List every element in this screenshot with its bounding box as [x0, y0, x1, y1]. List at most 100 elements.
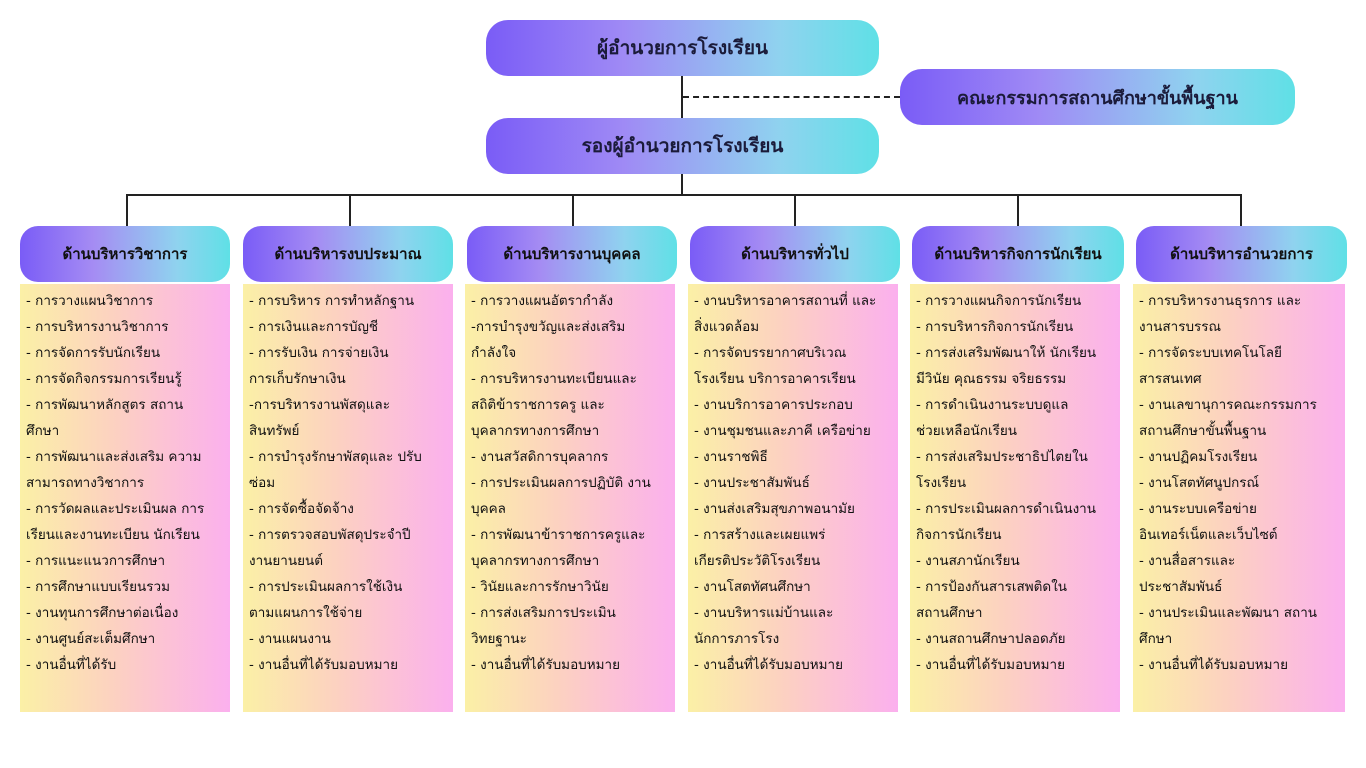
list-item: - การส่งเสริมพัฒนาให้ นักเรียน [916, 345, 1097, 361]
list-item: - งานอื่นที่ได้รับมอบหมาย [694, 657, 844, 673]
list-item: - งานระบบเครือข่าย [1139, 501, 1257, 517]
list-item: - งานชุมชนและภาคี เครือข่าย [694, 423, 871, 439]
list-item: - การจัดการรับนักเรียน [26, 345, 161, 361]
connector-col-6 [1240, 194, 1242, 226]
column-budget-header: ด้านบริหารงบประมาณ [243, 226, 453, 282]
list-item: - งานศูนย์สะเต็มศึกษา [26, 631, 156, 647]
list-item: วิทยฐานะ [471, 631, 527, 647]
list-item: - งานส่งเสริมสุขภาพอนามัย [694, 501, 855, 517]
list-item: งานยานยนต์ [249, 553, 324, 569]
column-budget-box: - การบริหาร การทำหลักฐาน - การเงินและการ… [243, 284, 453, 712]
list-item: บุคลากรทางการศึกษา [471, 553, 600, 569]
list-item: - การบริหารกิจการนักเรียน [916, 319, 1074, 335]
list-item: - งานบริการอาคารประกอบ [694, 397, 853, 413]
list-item: - การวางแผนกิจการนักเรียน [916, 293, 1082, 309]
list-item: - การส่งเสริมประชาธิปไตยใน [916, 449, 1088, 465]
list-item: - การจัดกิจกรรมการเรียนรู้ [26, 371, 182, 387]
list-item: - งานราชพิธี [694, 449, 768, 465]
column-administration-header: ด้านบริหารอำนวยการ [1136, 226, 1347, 282]
list-item: - การบริหาร การทำหลักฐาน [249, 293, 415, 309]
list-item: สิ่งแวดล้อม [694, 319, 760, 335]
list-item: - การพัฒนาและส่งเสริม ความ [26, 449, 202, 465]
list-item: สถานศึกษาขั้นพื้นฐาน [1139, 423, 1267, 439]
column-budget-list: - การบริหาร การทำหลักฐาน - การเงินและการ… [243, 284, 453, 678]
column-administration-list: - การบริหารงานธุรการ และ งานสารบรรณ - กา… [1133, 284, 1345, 678]
list-item: สถานศึกษา [916, 605, 983, 621]
list-item: งานสารบรรณ [1139, 319, 1222, 335]
list-item: เรียนและงานทะเบียน นักเรียน [26, 527, 200, 543]
deputy-director-node: รองผู้อำนวยการโรงเรียน [486, 118, 879, 174]
list-item: - งานอื่นที่ได้รับมอบหมาย [471, 657, 621, 673]
list-item: นักการภารโรง [694, 631, 780, 647]
list-item: สามารถทางวิชาการ [26, 475, 145, 491]
list-item: - การจัดซื้อจัดจ้าง [249, 501, 354, 517]
list-item: ตามแผนการใช้จ่าย [249, 605, 363, 621]
list-item: -การบริหารงานพัสดุและ [249, 397, 390, 413]
list-item: -การบำรุงขวัญและส่งเสริม [471, 319, 626, 335]
list-item: ซ่อม [249, 475, 276, 491]
list-item: โรงเรียน บริการอาคารเรียน [694, 371, 856, 387]
list-item: - การสร้างและเผยแพร่ [694, 527, 826, 543]
list-item: - การบริหารงานทะเบียนและ [471, 371, 637, 387]
column-student-affairs-header: ด้านบริหารกิจการนักเรียน [912, 226, 1124, 282]
list-item: อินเทอร์เน็ตและเว็บไซต์ [1139, 527, 1278, 543]
list-item: ศึกษา [26, 423, 60, 439]
column-academic-box: - การวางแผนวิชาการ - การบริหารงานวิชาการ… [20, 284, 230, 712]
list-item: - วินัยและการรักษาวินัย [471, 579, 609, 595]
list-item: - งานอื่นที่ได้รับมอบหมาย [1139, 657, 1289, 673]
list-item: ประชาสัมพันธ์ [1139, 579, 1223, 595]
list-item: - งานทุนการศึกษาต่อเนื่อง [26, 605, 179, 621]
column-general-box: - งานบริหารอาคารสถานที่ และ สิ่งแวดล้อม … [688, 284, 898, 712]
list-item: สินทรัพย์ [249, 423, 300, 439]
list-item: - การเงินและการบัญชี [249, 319, 379, 335]
list-item: การเก็บรักษาเงิน [249, 371, 346, 387]
list-item: - การจัดระบบเทคโนโลยี [1139, 345, 1282, 361]
list-item: - การวางแผนวิชาการ [26, 293, 154, 309]
list-item: ช่วยเหลือนักเรียน [916, 423, 1017, 439]
list-item: - การส่งเสริมการประเมิน [471, 605, 616, 621]
list-item: - การบำรุงรักษาพัสดุและ ปรับ [249, 449, 422, 465]
column-personnel-header: ด้านบริหารงานบุคคล [467, 226, 677, 282]
list-item: - การประเมินผลการใช้เงิน [249, 579, 403, 595]
list-item: - งานแผนงาน [249, 631, 331, 647]
list-item: - การพัฒนาหลักสูตร สถาน [26, 397, 184, 413]
list-item: สถิติข้าราชการครู และ [471, 397, 605, 413]
board-node: คณะกรรมการสถานศึกษาขั้นพื้นฐาน [900, 69, 1295, 125]
list-item: ศึกษา [1139, 631, 1173, 647]
list-item: - การรับเงิน การจ่ายเงิน [249, 345, 389, 361]
list-item: เกียรติประวัติโรงเรียน [694, 553, 821, 569]
list-item: - การแนะแนวการศึกษา [26, 553, 166, 569]
list-item: - งานบริหารอาคารสถานที่ และ [694, 293, 877, 309]
list-item: - การศึกษาแบบเรียนรวม [26, 579, 170, 595]
list-item: - การจัดบรรยากาศบริเวณ [694, 345, 847, 361]
list-item: - งานประชาสัมพันธ์ [694, 475, 810, 491]
list-item: - การบริหารงานวิชาการ [26, 319, 169, 335]
list-item: - การบริหารงานธุรการ และ [1139, 293, 1302, 309]
connector-deputy-down [681, 174, 683, 195]
list-item: มีวินัย คุณธรรม จริยธรรม [916, 371, 1067, 387]
connector-col-1 [126, 194, 128, 226]
list-item: - การดำเนินงานระบบดูแล [916, 397, 1069, 413]
list-item: - งานโสตทัศนูปกรณ์ [1139, 475, 1260, 491]
column-academic-header: ด้านบริหารวิชาการ [20, 226, 230, 282]
list-item: - งานอื่นที่ได้รับมอบหมาย [249, 657, 399, 673]
list-item: บุคคล [471, 501, 506, 517]
list-item: - การป้องกันสารเสพติดใน [916, 579, 1068, 595]
column-general-list: - งานบริหารอาคารสถานที่ และ สิ่งแวดล้อม … [688, 284, 898, 678]
connector-director-deputy [681, 76, 683, 118]
list-item: - งานปฏิคมโรงเรียน [1139, 449, 1258, 465]
director-node: ผู้อำนวยการโรงเรียน [486, 20, 879, 76]
column-personnel-box: - การวางแผนอัตรากำลัง -การบำรุงขวัญและส่… [465, 284, 675, 712]
list-item: - การประเมินผลการดำเนินงาน [916, 501, 1096, 517]
list-item: - งานโสตทัศนศึกษา [694, 579, 811, 595]
list-item: - งานประเมินและพัฒนา สถาน [1139, 605, 1318, 621]
column-personnel-list: - การวางแผนอัตรากำลัง -การบำรุงขวัญและส่… [465, 284, 675, 678]
column-administration-box: - การบริหารงานธุรการ และ งานสารบรรณ - กา… [1133, 284, 1345, 712]
list-item: กำลังใจ [471, 345, 517, 361]
list-item: - งานสภานักเรียน [916, 553, 1020, 569]
connector-col-3 [572, 194, 574, 226]
list-item: โรงเรียน [916, 475, 967, 491]
list-item: - งานอื่นที่ได้รับ [26, 657, 117, 673]
column-general-header: ด้านบริหารทั่วไป [690, 226, 900, 282]
list-item: - การตรวจสอบพัสดุประจำปี [249, 527, 411, 543]
